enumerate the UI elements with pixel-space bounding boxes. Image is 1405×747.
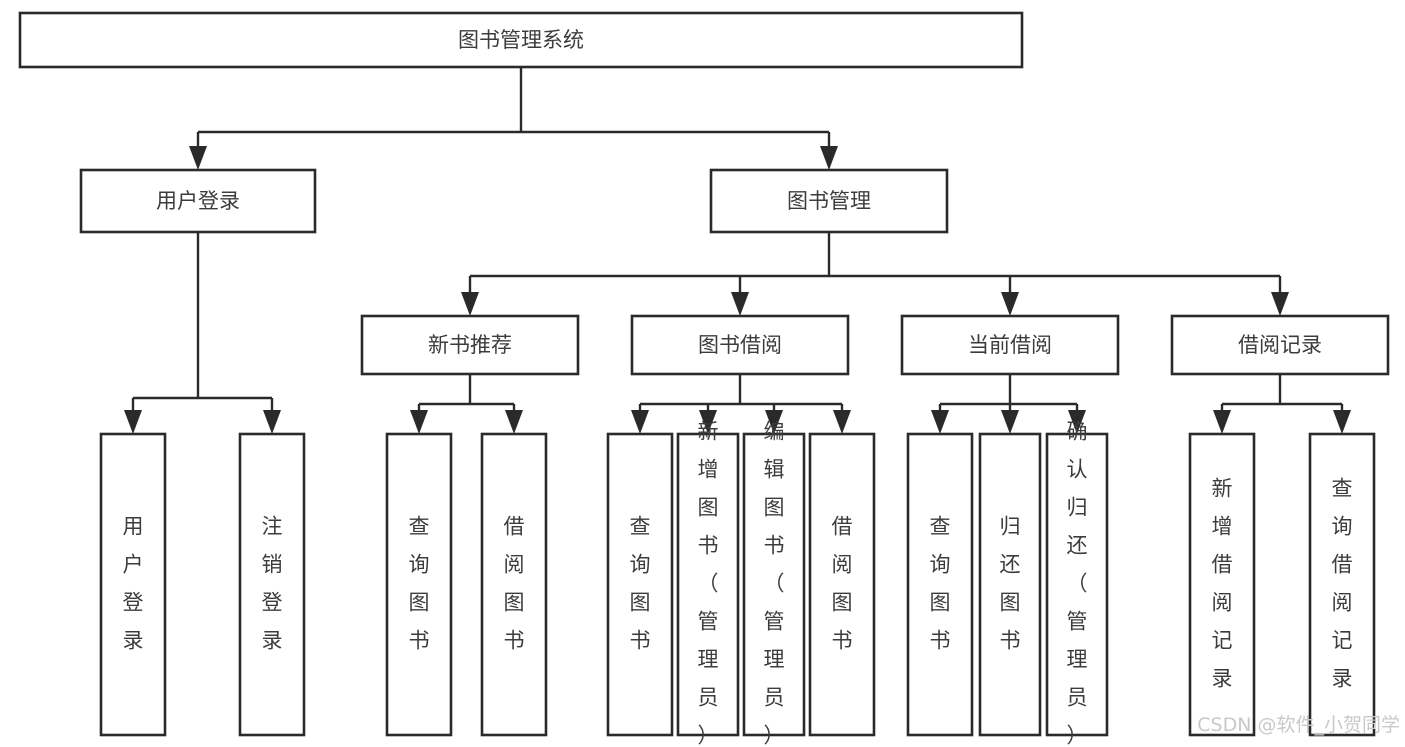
node-label-leaf-query-borrow-record: 查询借阅记录 (1332, 477, 1353, 691)
node-label-leaf-edit-book-admin: 编辑图书（管理员） (764, 420, 785, 747)
edge-currentborrow-to-leaves-arrow-0 (931, 410, 949, 434)
edge-bookmanage-to-level3-arrow-1 (731, 292, 749, 316)
node-box-leaf-edit-book-admin[interactable] (742, 432, 806, 737)
node-leaf-confirm-return-admin[interactable]: 确认归还（管理员） (1045, 420, 1109, 747)
node-leaf-add-book-admin[interactable]: 新增图书（管理员） (676, 420, 740, 747)
node-box-leaf-query-book-1[interactable] (385, 432, 453, 737)
node-label-leaf-user-logout: 注销登录 (262, 515, 283, 653)
node-box-leaf-add-borrow-record[interactable] (1188, 432, 1256, 737)
node-label-new-book-recommend: 新书推荐 (428, 333, 512, 357)
node-box-book-manage[interactable] (709, 168, 949, 234)
edge-bookmanage-to-level3-arrow-3 (1271, 292, 1289, 316)
edge-bookborrow-to-leaves (631, 374, 851, 434)
edge-root-to-level2-arrow-0 (189, 146, 207, 170)
node-box-current-borrow[interactable] (900, 314, 1120, 376)
csdn-watermark: CSDN @软件_小贺同学 (1197, 714, 1400, 736)
node-leaf-query-book-2[interactable]: 查询图书 (606, 432, 674, 737)
node-box-leaf-return-book[interactable] (978, 432, 1042, 737)
edge-newbook-to-leaves-arrow-1 (505, 410, 523, 434)
node-label-current-borrow: 当前借阅 (968, 333, 1052, 357)
edge-bookborrow-to-leaves-arrow-1 (699, 410, 717, 434)
node-leaf-query-book-1[interactable]: 查询图书 (385, 432, 453, 737)
node-user-login[interactable]: 用户登录 (79, 168, 317, 234)
node-box-borrow-record[interactable] (1170, 314, 1390, 376)
node-box-leaf-query-book-3[interactable] (906, 432, 974, 737)
node-label-leaf-add-book-admin: 新增图书（管理员） (698, 420, 719, 747)
node-borrow-record[interactable]: 借阅记录 (1170, 314, 1390, 376)
node-leaf-user-login[interactable]: 用户登录 (99, 432, 167, 737)
edge-bookborrow-to-leaves-arrow-3 (833, 410, 851, 434)
edge-currentborrow-to-leaves (931, 374, 1086, 434)
node-label-book-borrow: 图书借阅 (698, 333, 782, 357)
node-box-leaf-query-borrow-record[interactable] (1308, 432, 1376, 737)
nodes-layer: 图书管理系统用户登录图书管理新书推荐图书借阅当前借阅借阅记录用户登录注销登录查询… (18, 11, 1390, 747)
node-box-new-book-recommend[interactable] (360, 314, 580, 376)
node-leaf-borrow-book-2[interactable]: 借阅图书 (808, 432, 876, 737)
node-label-user-login: 用户登录 (156, 189, 240, 213)
node-root[interactable]: 图书管理系统 (18, 11, 1024, 69)
node-label-book-manage: 图书管理 (787, 189, 871, 213)
node-box-leaf-query-book-2[interactable] (606, 432, 674, 737)
edge-borrowrecord-to-leaves-arrow-0 (1213, 410, 1231, 434)
node-label-leaf-confirm-return-admin: 确认归还（管理员） (1067, 420, 1088, 747)
edge-bookmanage-to-level3-arrow-2 (1001, 292, 1019, 316)
edge-userlogin-to-leaves-arrow-1 (263, 410, 281, 434)
node-label-leaf-borrow-book-1: 借阅图书 (504, 515, 525, 653)
edge-userlogin-to-leaves-arrow-0 (124, 410, 142, 434)
node-box-root[interactable] (18, 11, 1024, 69)
node-leaf-query-borrow-record[interactable]: 查询借阅记录 (1308, 432, 1376, 737)
edge-newbook-to-leaves-arrow-0 (410, 410, 428, 434)
node-label-root: 图书管理系统 (458, 28, 584, 52)
edge-currentborrow-to-leaves-arrow-2 (1068, 410, 1086, 434)
node-label-leaf-user-login: 用户登录 (123, 515, 144, 653)
node-label-leaf-query-book-2: 查询图书 (630, 515, 651, 653)
edge-borrowrecord-to-leaves-arrow-1 (1333, 410, 1351, 434)
edge-bookmanage-to-level3-arrow-0 (461, 292, 479, 316)
edge-bookborrow-to-leaves-arrow-0 (631, 410, 649, 434)
edge-bookmanage-to-level3 (461, 232, 1289, 316)
node-box-leaf-borrow-book-1[interactable] (480, 432, 548, 737)
node-book-manage[interactable]: 图书管理 (709, 168, 949, 234)
node-label-leaf-query-book-3: 查询图书 (930, 515, 951, 653)
node-current-borrow[interactable]: 当前借阅 (900, 314, 1120, 376)
node-book-borrow[interactable]: 图书借阅 (630, 314, 850, 376)
connectors-layer (124, 67, 1351, 434)
node-leaf-user-logout[interactable]: 注销登录 (238, 432, 306, 737)
edge-bookborrow-to-leaves-arrow-2 (765, 410, 783, 434)
edge-newbook-to-leaves (410, 374, 523, 434)
node-label-borrow-record: 借阅记录 (1238, 333, 1322, 357)
node-box-leaf-confirm-return-admin[interactable] (1045, 432, 1109, 737)
node-leaf-borrow-book-1[interactable]: 借阅图书 (480, 432, 548, 737)
node-box-user-login[interactable] (79, 168, 317, 234)
node-box-leaf-user-login[interactable] (99, 432, 167, 737)
node-label-leaf-query-book-1: 查询图书 (409, 515, 430, 653)
node-label-leaf-borrow-book-2: 借阅图书 (832, 515, 853, 653)
edge-root-to-level2-arrow-1 (820, 146, 838, 170)
edge-currentborrow-to-leaves-arrow-1 (1001, 410, 1019, 434)
edge-borrowrecord-to-leaves (1213, 374, 1351, 434)
node-label-leaf-add-borrow-record: 新增借阅记录 (1212, 477, 1233, 691)
node-leaf-query-book-3[interactable]: 查询图书 (906, 432, 974, 737)
node-box-leaf-user-logout[interactable] (238, 432, 306, 737)
node-leaf-edit-book-admin[interactable]: 编辑图书（管理员） (742, 420, 806, 747)
node-leaf-return-book[interactable]: 归还图书 (978, 432, 1042, 737)
node-new-book-recommend[interactable]: 新书推荐 (360, 314, 580, 376)
node-box-leaf-borrow-book-2[interactable] (808, 432, 876, 737)
node-leaf-add-borrow-record[interactable]: 新增借阅记录 (1188, 432, 1256, 737)
edge-root-to-level2 (189, 67, 838, 170)
node-box-book-borrow[interactable] (630, 314, 850, 376)
node-box-leaf-add-book-admin[interactable] (676, 432, 740, 737)
edge-userlogin-to-leaves (124, 232, 281, 434)
node-label-leaf-return-book: 归还图书 (1000, 515, 1021, 653)
